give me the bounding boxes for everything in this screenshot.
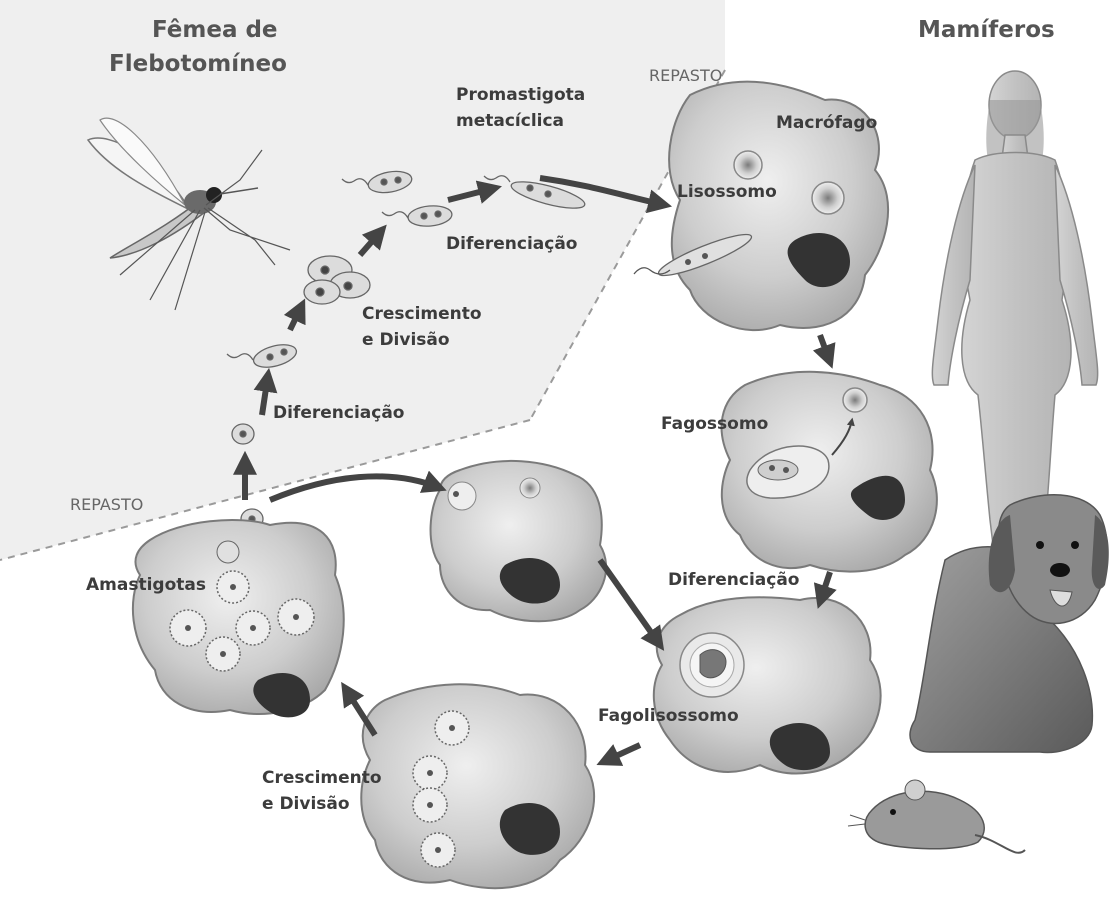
label-promastigota-line2: metacíclica <box>456 110 564 132</box>
mouse-icon <box>848 780 1025 853</box>
label-crescimento-bottom-line2: e Divisão <box>262 793 350 815</box>
label-fagossomo: Fagossomo <box>661 413 768 435</box>
title-vector-line2: Flebotomíneo <box>109 49 287 79</box>
macrophage-amastigotas <box>133 520 344 717</box>
label-repasto-top: REPASTO <box>649 65 722 87</box>
macrophage-fagossomo <box>722 372 937 572</box>
label-crescimento-top-line2: e Divisão <box>362 329 450 351</box>
label-repasto-left: REPASTO <box>70 494 143 516</box>
dog-icon <box>910 495 1109 753</box>
label-fagolisossomo: Fagolisossomo <box>598 705 739 727</box>
label-lisossomo: Lisossomo <box>677 181 777 203</box>
title-vector-line1: Fêmea de <box>152 15 278 45</box>
label-diferenciacao-left: Diferenciação <box>273 402 404 424</box>
macrophage-fagolisossomo <box>654 597 881 773</box>
label-crescimento-top-line1: Crescimento <box>362 303 482 325</box>
label-crescimento-bottom-line1: Crescimento <box>262 767 382 789</box>
label-promastigota-line1: Promastigota <box>456 84 585 106</box>
macrophage-crescimento <box>361 684 594 888</box>
title-hosts: Mamíferos <box>918 15 1055 45</box>
label-diferenciacao-top: Diferenciação <box>446 233 577 255</box>
label-macrofago: Macrófago <box>776 112 877 134</box>
macrophage-entry <box>431 461 607 621</box>
label-amastigotas: Amastigotas <box>86 574 206 596</box>
label-diferenciacao-right: Diferenciação <box>668 569 799 591</box>
